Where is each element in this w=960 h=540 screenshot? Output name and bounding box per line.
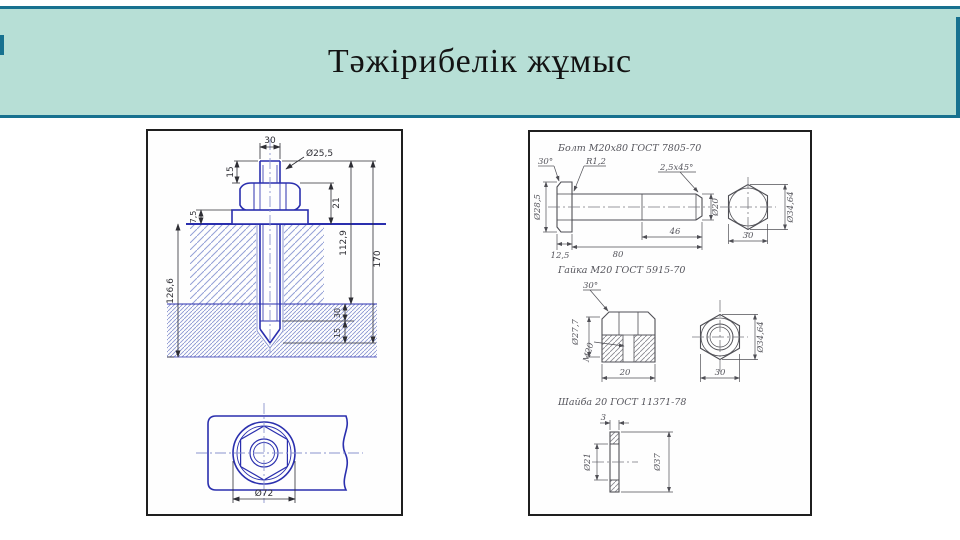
- washer-thickness: 3: [601, 413, 606, 423]
- dim-protrusion: 15: [226, 166, 236, 177]
- slide-title: Тәжірибелік жұмыс: [327, 43, 633, 80]
- nut-across-corners: Ø34,64: [755, 321, 766, 353]
- nut-drawing: Гайка М20 ГОСТ 5915-70: [557, 265, 766, 382]
- foundation-section: [167, 223, 386, 358]
- bolt-fillet: R1,2: [585, 157, 606, 167]
- washer-dia-inner: Ø21: [582, 453, 593, 472]
- nut-width: 20: [619, 368, 631, 378]
- nut-title: Гайка М20 ГОСТ 5915-70: [557, 265, 685, 276]
- detail-drawing: Болт М20х80 ГОСТ 7805-70: [532, 143, 796, 493]
- washer-dia-outer: Ø37: [652, 453, 663, 472]
- washer-drawing: Шайба 20 ГОСТ 11371-78: [557, 397, 686, 493]
- nut-thread: М20: [581, 341, 596, 364]
- bolt-across-flats: 30: [743, 231, 754, 241]
- bolt-dia-shank: Ø20: [710, 198, 721, 217]
- detail-drawing-panel: Болт М20х80 ГОСТ 7805-70: [528, 130, 812, 516]
- washer-title: Шайба 20 ГОСТ 11371-78: [557, 397, 686, 408]
- nut-dia-chamfer: Ø27,7: [570, 318, 581, 345]
- dim-embed-depth: 126,6: [166, 278, 176, 304]
- header-edge-stroke-right: [956, 17, 960, 115]
- bolt-drawing: Болт М20х80 ГОСТ 7805-70: [532, 143, 796, 261]
- dim-dia-plan: Ø72: [255, 488, 274, 499]
- bolt-head-angle: 30°: [538, 157, 553, 167]
- bolt-length: 80: [613, 250, 624, 260]
- assembly-drawing: 30 Ø25,5 15 7,5 126,6 21 112,9 170 30 15: [166, 136, 386, 503]
- bolt-title: Болт М20х80 ГОСТ 7805-70: [557, 143, 701, 154]
- nut-chamfer-angle: 30°: [583, 281, 598, 291]
- bolt-chamfer: 2,5х45°: [659, 163, 693, 173]
- nut-across-flats: 30: [715, 368, 726, 378]
- dim-tip-length: 15: [333, 328, 342, 338]
- dim-upper-depth: 112,9: [339, 230, 349, 256]
- dim-nut-zone: 21: [332, 197, 342, 208]
- bolt-thread-length: 46: [669, 227, 681, 237]
- bolt-head-height: 12,5: [551, 251, 570, 261]
- assembly-drawing-panel: 30 Ø25,5 15 7,5 126,6 21 112,9 170 30 15: [146, 129, 403, 516]
- dim-stud-width: 30: [264, 136, 276, 146]
- assembly-dimensions: [167, 143, 376, 358]
- plan-dimension: [232, 461, 296, 503]
- dim-washer-offset: 7,5: [189, 211, 198, 224]
- header-edge-stroke-left: [0, 35, 4, 55]
- dim-dia-top: Ø25,5: [306, 148, 333, 159]
- bolt-across-corners: Ø34,64: [785, 191, 796, 223]
- plan-centerlines: [196, 403, 363, 503]
- dim-total-depth: 170: [373, 250, 383, 267]
- dim-tip-zone: 30: [333, 308, 342, 318]
- bolt-dia-head: Ø28,5: [532, 194, 543, 221]
- header-band: [0, 6, 960, 118]
